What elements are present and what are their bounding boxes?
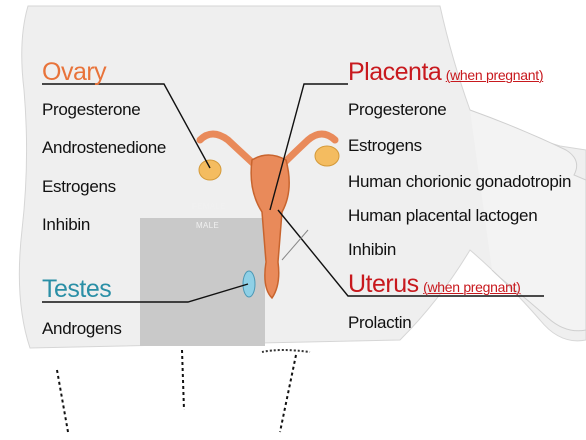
placenta-hormone-4: Human placental lactogen [348, 207, 537, 224]
ovary-title: Ovary [42, 60, 106, 85]
ovary-right-shape [315, 146, 339, 166]
placenta-hormone-2: Estrogens [348, 137, 422, 154]
female-overlay-label: FEMALE [192, 203, 226, 211]
placenta-hormone-3: Human chorionic gonadotropin [348, 173, 571, 190]
left-leg-outline [57, 370, 68, 432]
testis-shape [243, 271, 255, 297]
placenta-note: (when pregnant) [446, 67, 543, 83]
ovary-hormone-3: Estrogens [42, 178, 116, 195]
testes-hormone-1: Androgens [42, 320, 122, 337]
uterus-title: Uterus [348, 270, 419, 298]
placenta-hormone-5: Inhibin [348, 241, 396, 258]
ovary-hormone-1: Progesterone [42, 101, 140, 118]
right-leg-outline [280, 355, 296, 432]
pelvic-mark [262, 350, 310, 352]
uterus-note: (when pregnant) [423, 279, 520, 295]
ovary-hormone-2: Androstenedione [42, 139, 166, 156]
ovary-hormone-4: Inhibin [42, 216, 90, 233]
placenta-title: Placenta [348, 58, 441, 86]
uterus-heading: Uterus (when pregnant) [348, 272, 521, 297]
placenta-hormone-1: Progesterone [348, 101, 446, 118]
placenta-heading: Placenta (when pregnant) [348, 60, 543, 85]
inner-leg-outline [182, 350, 184, 410]
testes-title: Testes [42, 277, 111, 302]
uterus-hormone-1: Prolactin [348, 314, 411, 331]
male-overlay-label: MALE [196, 222, 219, 230]
ovary-left-shape [199, 160, 221, 180]
